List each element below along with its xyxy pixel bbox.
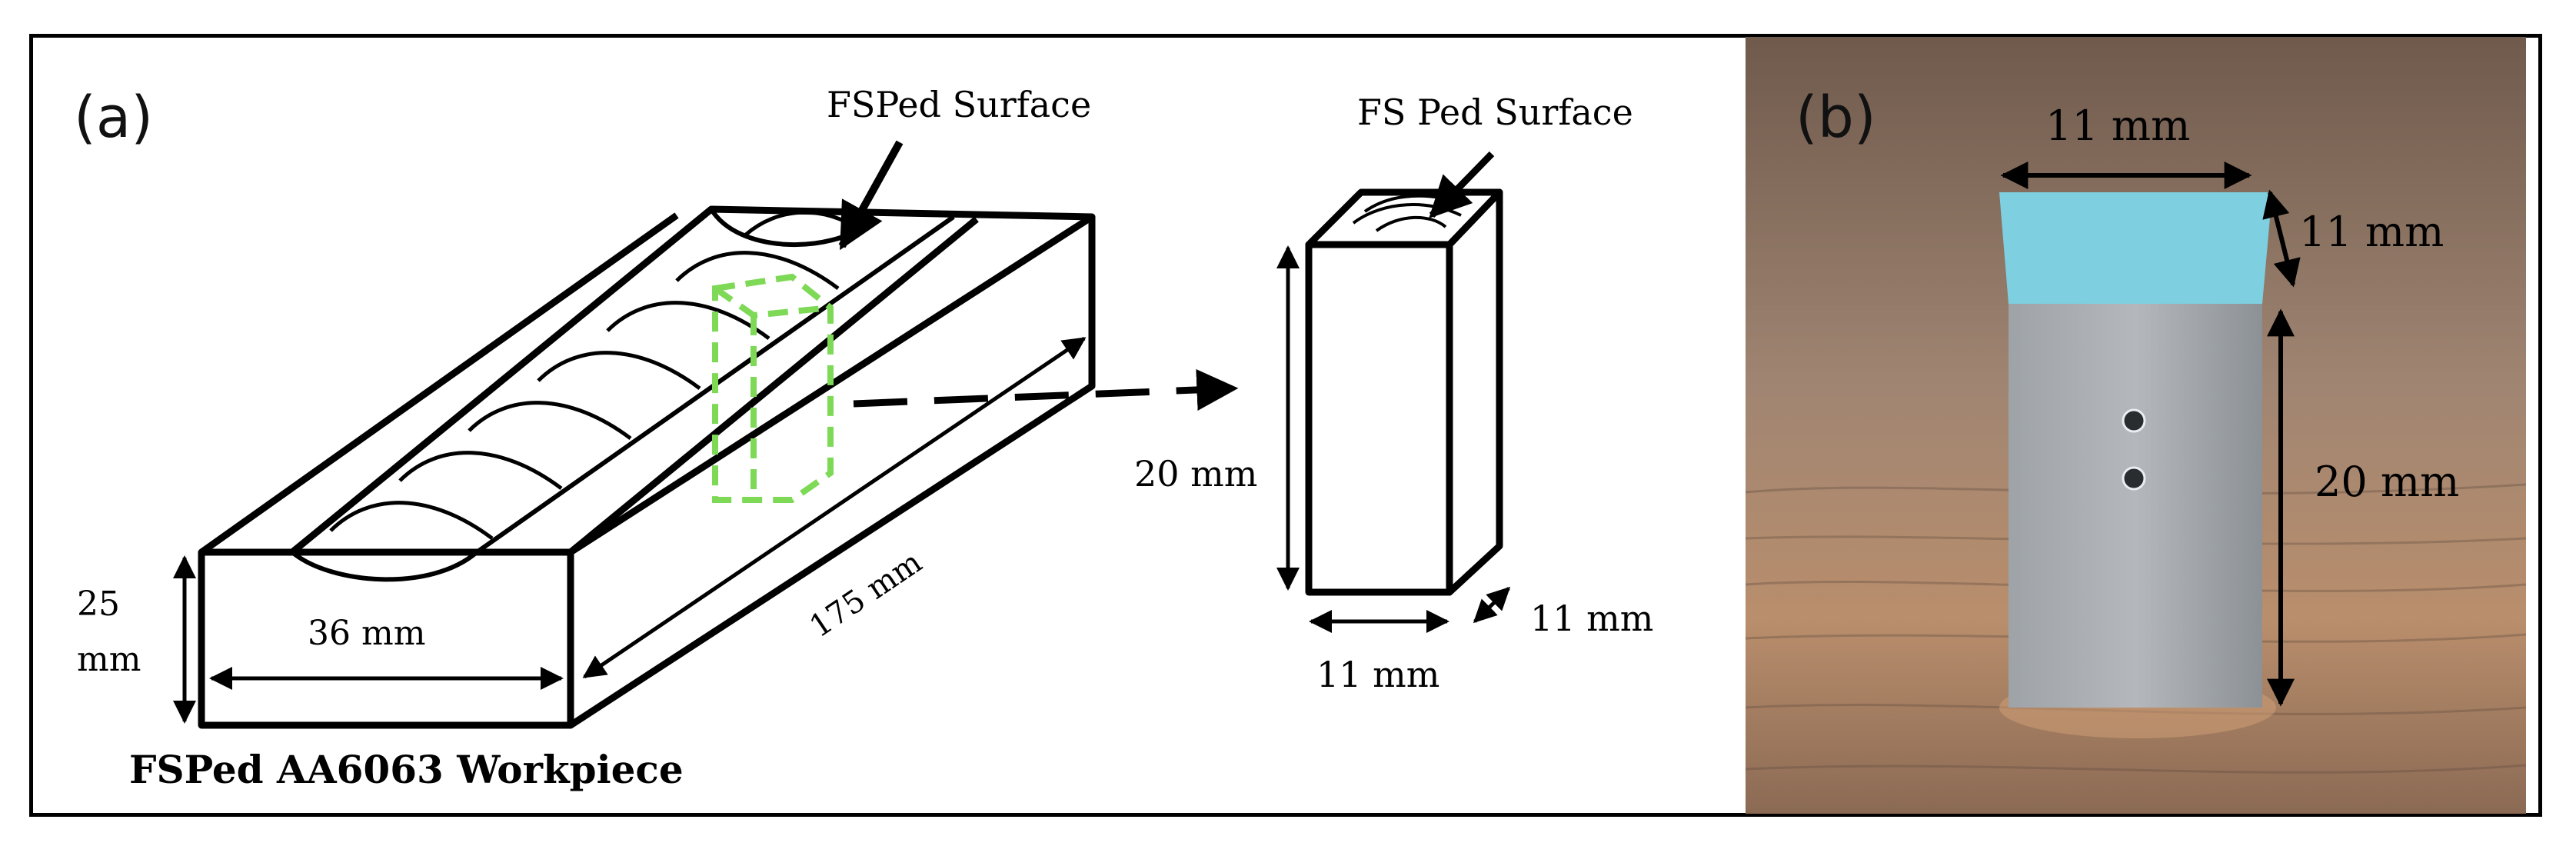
sample-depth-line (1473, 586, 1511, 624)
height-label-b: 20 mm (2315, 458, 2459, 506)
panel-b: (b) 11 mm 11 mm 20 mm (1745, 37, 2527, 814)
block-hole-bottom (2122, 466, 2146, 491)
surface-arrow (838, 140, 904, 251)
metal-block (2009, 304, 2262, 708)
workpiece-surface-label: FSPed Surface (827, 84, 1091, 125)
sample-height-label: 20 mm (1134, 453, 1257, 495)
length-dimension-line (582, 336, 1087, 679)
sample-width-label: 11 mm (1316, 654, 1439, 695)
workpiece-caption: FSPed AA6063 Workpiece (129, 747, 684, 792)
top-depth-label: 11 mm (2299, 208, 2444, 256)
sample-surface-arrow (1429, 151, 1495, 218)
panel-a-label: (a) (74, 85, 153, 151)
top-width-label: 11 mm (2045, 102, 2190, 150)
sample-block (1305, 188, 1503, 596)
sample-depth-label: 11 mm (1530, 598, 1653, 639)
block-hole-top (2122, 408, 2146, 433)
panel-b-label: (b) (1796, 85, 1876, 151)
block-top-face (1999, 192, 2272, 304)
height-value-label: 25 (77, 585, 120, 624)
width-label: 36 mm (308, 614, 425, 653)
sample-surface-label: FS Ped Surface (1357, 92, 1633, 133)
height-unit-label: mm (77, 640, 141, 679)
top-depth-line (2262, 189, 2301, 288)
panel-a: (a) (74, 84, 1653, 792)
